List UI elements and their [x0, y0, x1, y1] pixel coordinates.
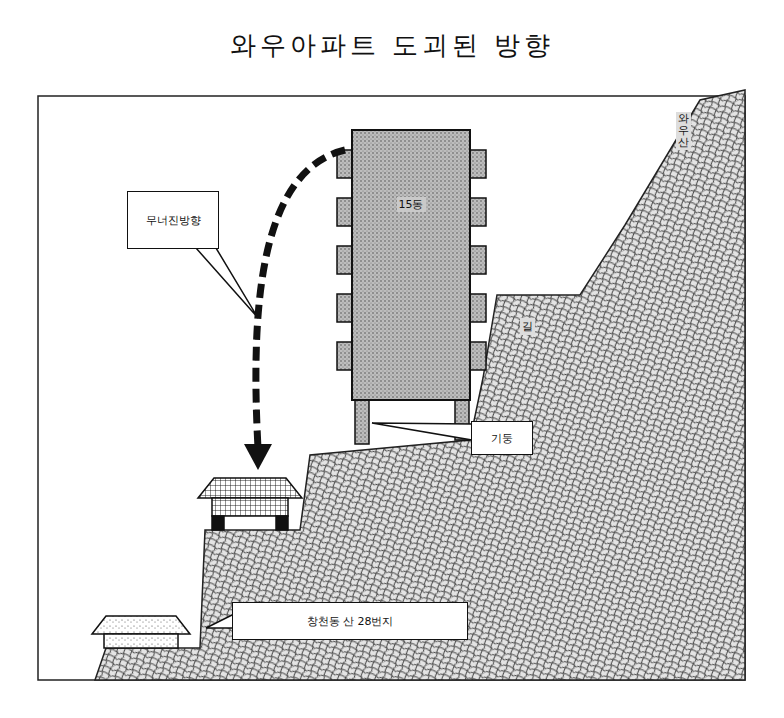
node-text: 기둥 — [491, 431, 513, 446]
callout-tail — [206, 614, 234, 628]
callout-tail — [372, 423, 472, 440]
hill — [95, 90, 745, 680]
node-text: 15동 — [397, 197, 426, 212]
column — [355, 398, 369, 444]
node-text: 무너진방향 — [146, 213, 201, 228]
house — [198, 478, 302, 530]
node-text: 창천동 산 28번지 — [307, 614, 394, 629]
building — [352, 130, 470, 400]
callout-box: 창천동 산 28번지 — [232, 602, 468, 640]
building-label: 15동 — [385, 192, 438, 217]
title: 와우아파트 도괴된 방향 — [0, 28, 784, 63]
callout-tail — [196, 248, 258, 318]
callout-box: 기둥 — [471, 421, 533, 455]
house — [92, 616, 190, 648]
mountain-name: 와우산 — [676, 112, 691, 150]
arrowhead — [244, 444, 272, 470]
collapse-arrow — [256, 150, 345, 448]
road-label: 길 — [520, 318, 535, 335]
callout-box: 무너진방향 — [127, 191, 219, 249]
